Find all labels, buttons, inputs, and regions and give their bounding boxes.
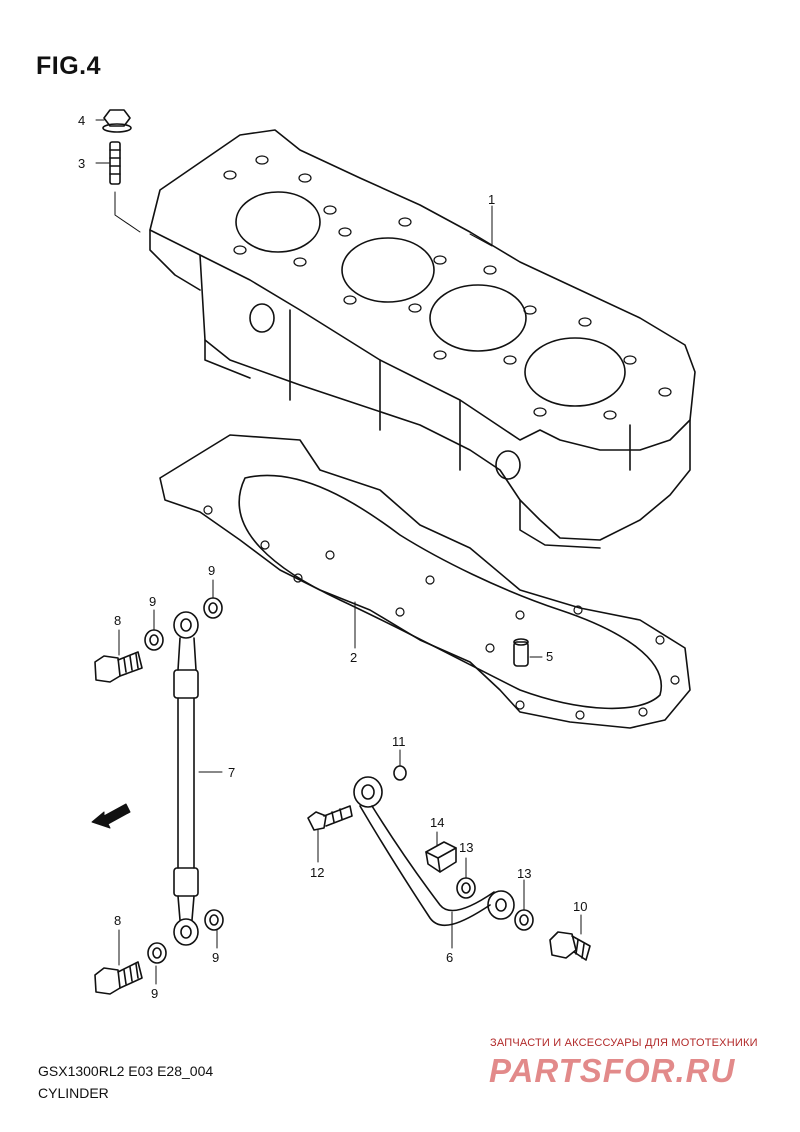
model-code: GSX1300RL2 E03 E28_004: [38, 1063, 214, 1079]
callout-2: 2: [350, 650, 357, 665]
union-bolt-upper: [94, 651, 143, 683]
watermark-tagline: ЗАПЧАСТИ И АКСЕССУАРЫ ДЛЯ МОТОТЕХНИКИ: [490, 1037, 758, 1049]
callout-13-b: 13: [517, 866, 531, 881]
oil-hose: [173, 611, 199, 946]
callout-9-a: 9: [149, 594, 156, 609]
figure-title: FIG.4: [36, 52, 102, 80]
clamp-14: [425, 841, 457, 873]
base-gasket: [159, 434, 691, 729]
watermark-logo: PARTSFOR.RU: [489, 1052, 736, 1089]
leader-lines: [95, 119, 582, 985]
union-bolt-10: [549, 931, 591, 961]
oil-pipe: [353, 776, 515, 927]
callout-3: 3: [78, 156, 85, 171]
union-bolt-lower: [94, 961, 143, 995]
callout-9-b: 9: [208, 563, 215, 578]
forward-arrow-icon: FWD: [91, 803, 131, 829]
washer-13: [456, 877, 534, 931]
flange-nut: [102, 109, 132, 133]
callout-numbers: 4 3 1 2 5 6 7 8 8 9 9 9 9 10 11 12 13 13…: [78, 113, 587, 1001]
callout-8-lower: 8: [114, 913, 121, 928]
callout-13-a: 13: [459, 840, 473, 855]
callout-14: 14: [430, 815, 444, 830]
stud-bolt: [109, 141, 121, 185]
cylinder-block: [149, 129, 696, 549]
o-ring-11: [393, 765, 407, 781]
callout-6: 6: [446, 950, 453, 965]
callout-10: 10: [573, 899, 587, 914]
callout-4: 4: [78, 113, 85, 128]
bolt-12: [307, 805, 353, 831]
callout-12: 12: [310, 865, 324, 880]
dowel-pin: [513, 638, 529, 667]
callout-9-d: 9: [151, 986, 158, 1001]
washer-9: [144, 597, 224, 964]
callout-7: 7: [228, 765, 235, 780]
callout-5: 5: [546, 649, 553, 664]
callout-1: 1: [488, 192, 495, 207]
callout-9-c: 9: [212, 950, 219, 965]
section-name: CYLINDER: [38, 1085, 109, 1101]
callout-8-upper: 8: [114, 613, 121, 628]
callout-11: 11: [392, 734, 406, 749]
